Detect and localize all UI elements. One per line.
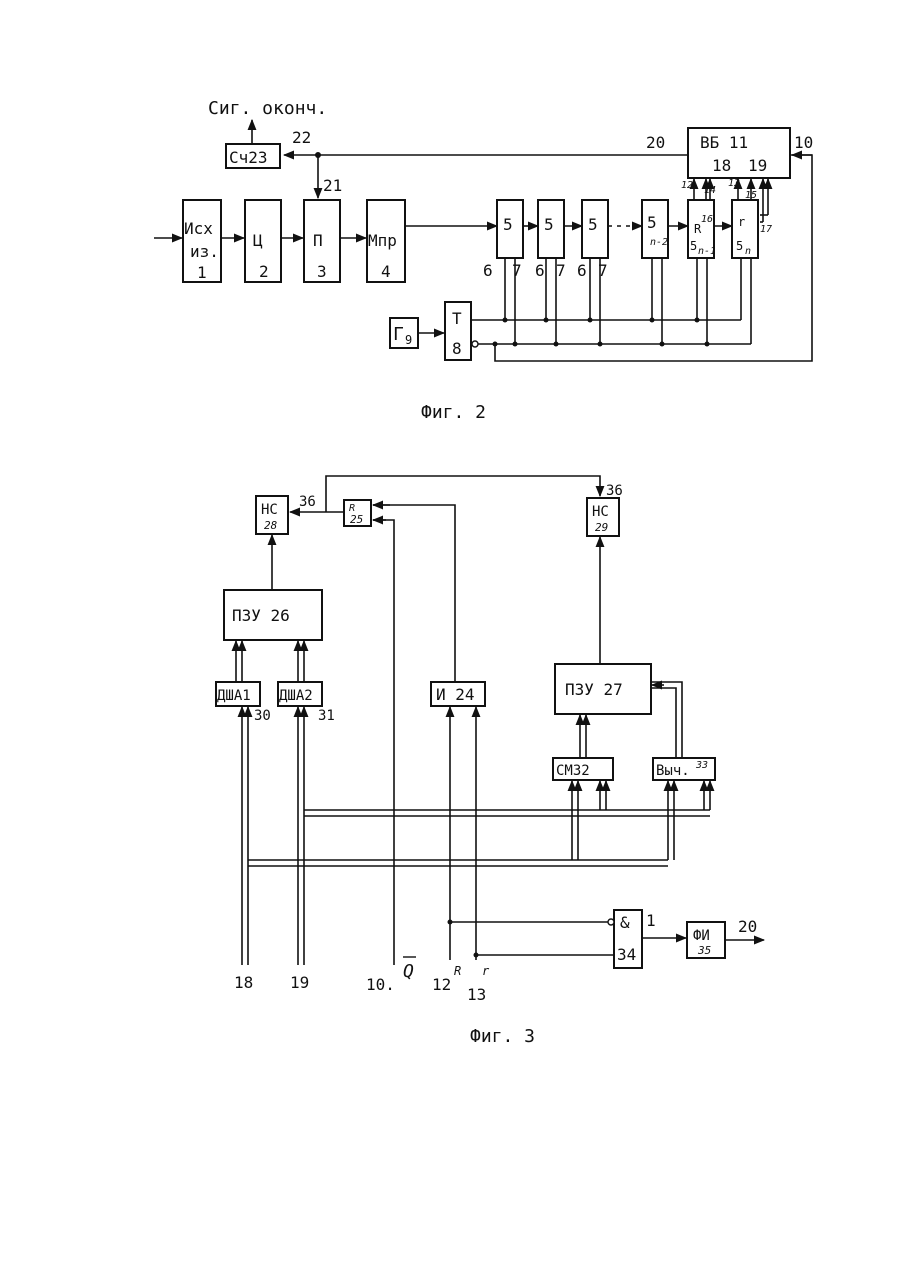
and34-b: 34: [617, 945, 636, 964]
decoder31-label: ДША2: [279, 688, 313, 704]
cell-4-sub: n-2: [650, 237, 668, 248]
line-33-27b: [652, 682, 682, 758]
vb-19: 19: [748, 156, 767, 175]
cell-6-b: 5: [736, 239, 743, 253]
block-1-mid: из.: [190, 242, 219, 261]
label-Q-bar: Q: [403, 961, 414, 982]
block-4-num: 4: [381, 262, 391, 281]
label-12: 12: [681, 180, 693, 191]
label-21: 21: [323, 176, 342, 195]
label-17: 17: [760, 224, 772, 235]
rom27-label: ПЗУ 27: [565, 680, 623, 699]
label-31: 31: [318, 708, 335, 724]
label-20: 20: [738, 917, 757, 936]
and34-c: 1: [646, 911, 656, 930]
label-20: 20: [646, 133, 665, 152]
subtractor33-label: Выч.: [656, 763, 690, 779]
cell-6-a: r: [738, 215, 745, 229]
vb-18: 18: [712, 156, 731, 175]
cell-5-sub: n-1: [698, 246, 716, 257]
label-6c: 6: [577, 261, 587, 280]
clock-junctions: [503, 318, 710, 347]
junction-12: [448, 920, 453, 925]
block-2-top: Ц: [253, 231, 263, 250]
and24-label: И 24: [436, 685, 475, 704]
inverse-output: [472, 341, 478, 347]
block-3-top: П: [313, 231, 323, 250]
block-1-top: Исх: [184, 219, 213, 238]
label-10: 10.: [366, 975, 395, 994]
fig2-caption: Фиг. 2: [421, 402, 486, 423]
end-signal-label: Сиг. оконч.: [208, 98, 327, 119]
fi35-num: 35: [697, 944, 711, 957]
generator-label: Г: [393, 324, 404, 345]
block-4-top: Мпр: [368, 231, 397, 250]
decoder30-label: ДША1: [217, 688, 251, 704]
bus-decoders-to-rom: [236, 641, 304, 682]
cell-3-label: 5: [588, 215, 598, 234]
adder32-label: СМ32: [556, 763, 590, 779]
rom26-label: ПЗУ 26: [232, 606, 290, 625]
label-36a: 36: [299, 494, 316, 510]
bus-inputs-18-19: [242, 707, 304, 965]
cell-4-label: 5: [647, 213, 657, 232]
block-1-num: 1: [197, 263, 207, 282]
vb-title: ВБ 11: [700, 133, 748, 152]
label-36b: 36: [606, 483, 623, 499]
label-r: r: [482, 964, 490, 978]
hs28-label: НС: [261, 502, 278, 518]
cell-1-label: 5: [503, 215, 513, 234]
label-10: 10: [794, 133, 813, 152]
line-24-25: [373, 505, 455, 682]
cell-5-b: 5: [690, 239, 697, 253]
figure-3: НС 28 R 25 36 36 НС 29 ПЗУ 26 ДША1 30 ДШ…: [216, 476, 764, 1047]
label-18: 18: [234, 973, 253, 992]
line-33-27a: [652, 688, 676, 758]
hs28-num: 28: [264, 519, 278, 532]
and34-a: &: [620, 913, 630, 932]
label-22: 22: [292, 128, 311, 147]
subtractor33-num: 33: [695, 760, 708, 771]
generator-num: 9: [405, 333, 412, 347]
line-Q-reset: [373, 520, 394, 965]
junction-13: [474, 953, 479, 958]
label-15: 15: [745, 190, 757, 201]
label-13: 13: [467, 985, 486, 1004]
label-13: 13: [728, 178, 740, 189]
hs29-num: 29: [595, 521, 608, 534]
cell-6-sub: n: [745, 246, 751, 257]
fig3-caption: Фиг. 3: [470, 1026, 535, 1047]
label-16: 16: [701, 214, 713, 225]
label-6b: 6: [535, 261, 545, 280]
cell-2-label: 5: [544, 215, 554, 234]
and34-inverse-input: [608, 919, 614, 925]
label-R: R: [454, 964, 461, 978]
label-30: 30: [254, 708, 271, 724]
label-6a: 6: [483, 261, 493, 280]
trigger-label: Т: [452, 309, 462, 328]
block-2-num: 2: [259, 262, 269, 281]
hs29-label: НС: [592, 504, 609, 520]
label-14: 14: [704, 185, 716, 196]
block-3-num: 3: [317, 262, 327, 281]
figure-2: Сиг. оконч. Сч23 22 20 21 Исх из. 1 Ц 2 …: [154, 98, 813, 423]
fi35-label: ФИ: [693, 928, 710, 944]
label-12: 12: [432, 975, 451, 994]
counter-23-label: Сч23: [229, 148, 268, 167]
label-7b: 7: [556, 261, 566, 280]
label-7a: 7: [512, 261, 522, 280]
bus-to-adders: [248, 781, 710, 866]
trigger25-b: 25: [350, 513, 363, 526]
label-19: 19: [290, 973, 309, 992]
trigger-num: 8: [452, 339, 462, 358]
